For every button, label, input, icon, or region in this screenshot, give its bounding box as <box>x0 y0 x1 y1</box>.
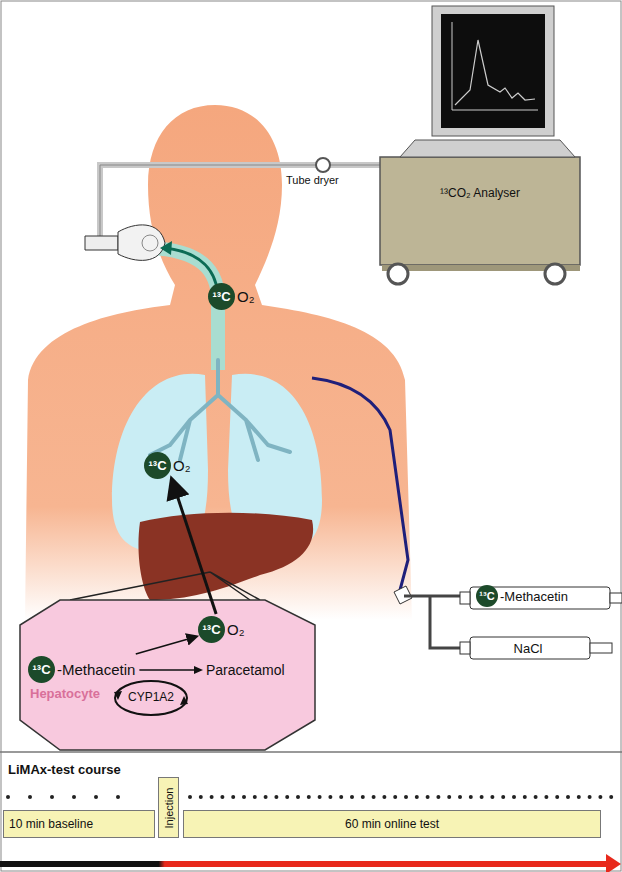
product-name: Paracetamol <box>206 662 285 678</box>
molecule-name: -Methacetin <box>57 661 135 678</box>
molecule-name: -Methacetin <box>500 589 568 604</box>
isotope-circle: ¹³C <box>208 283 235 310</box>
isotope-circle: ¹³C <box>476 585 498 607</box>
phase-name: 60 min online test <box>345 817 439 831</box>
device-name: ¹³CO₂ Analyser <box>440 186 520 200</box>
isotope-badge: ¹³C-Methacetin <box>476 585 568 607</box>
analyser-label-box: ¹³CO₂ Analyser <box>392 178 568 208</box>
isotope-circle: ¹³C <box>198 616 225 643</box>
injection-box: Injection <box>158 777 179 838</box>
hepatocyte-cell: ParacetamolHepatocyte¹³CO₂¹³C-Methacetin… <box>20 600 315 750</box>
isotope-badge: ¹³CO₂ <box>144 452 191 479</box>
timeline-bar: 60 min online test <box>183 810 601 838</box>
device-name: NaCl <box>514 641 543 656</box>
molecule-name: O₂ <box>173 457 191 474</box>
isotope-badge: ¹³C-Methacetin <box>28 656 135 683</box>
enzyme-name: CYP1A2 <box>112 690 190 704</box>
isotope-circle: ¹³C <box>28 656 55 683</box>
flow-arrow <box>136 637 196 654</box>
timeline-bar: 10 min baseline <box>3 810 155 838</box>
flow-arrow <box>172 481 216 614</box>
cell-name: Hepatocyte <box>30 686 100 701</box>
syringe-label: NaCl <box>478 639 578 657</box>
isotope-badge: ¹³CO₂ <box>198 616 245 643</box>
enzyme-cycle: CYP1A2 <box>112 678 190 718</box>
phase-name: 10 min baseline <box>9 817 93 831</box>
molecule-name: O₂ <box>227 621 245 638</box>
molecule-name: O₂ <box>237 288 255 305</box>
part-label: Tube dryer <box>286 174 339 186</box>
timeline-title: LiMAx-test course <box>8 762 121 777</box>
phase-name: Injection <box>163 787 175 828</box>
isotope-circle: ¹³C <box>144 452 171 479</box>
isotope-badge: ¹³CO₂ <box>208 283 255 310</box>
